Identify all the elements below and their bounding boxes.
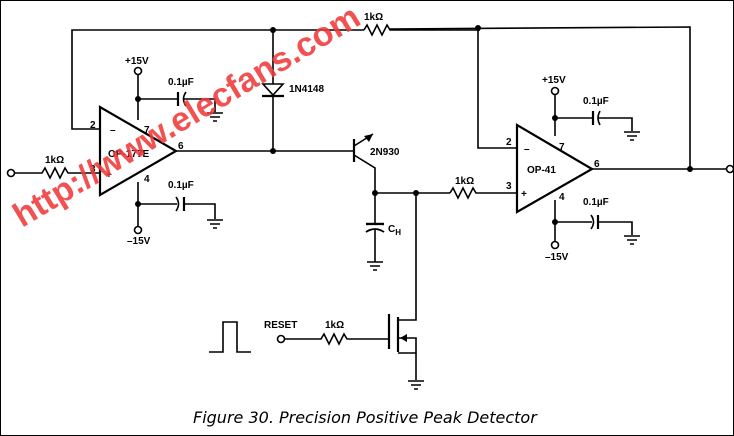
opamp1-vminus-label: –15V	[127, 236, 151, 247]
opamp2-vminus-label: –15V	[545, 252, 569, 263]
opamp1-pin4: 4	[144, 174, 150, 185]
ground-icon	[624, 235, 640, 245]
cap2-curved-plate	[175, 196, 180, 212]
opamp2-name: OP-41	[527, 165, 556, 176]
opamp1-minus-sign: –	[110, 125, 116, 136]
reset-resistor	[285, 332, 389, 346]
hold-cap-label: CH	[388, 224, 401, 237]
watermark-text: http://www.elecfans.com	[7, 0, 367, 235]
cap2-ground-wire	[184, 203, 216, 219]
transistor-label: 2N930	[370, 147, 400, 158]
opamp1-pin7: 7	[144, 125, 150, 136]
vminus-terminal-1	[133, 225, 143, 235]
opamp2-plus-sign: +	[521, 189, 527, 200]
opamp2-inv-wire	[477, 28, 517, 149]
buffer-resistor-label: 1kΩ	[455, 176, 474, 187]
input-resistor	[15, 166, 100, 180]
opamp1-plus-sign: +	[106, 170, 112, 181]
reset-resistor-label: 1kΩ	[325, 320, 344, 331]
opamp2-pin6: 6	[594, 159, 600, 170]
ground-icon	[207, 112, 223, 122]
cap3-ground-wire	[598, 117, 633, 131]
diode-icon	[261, 83, 285, 98]
opamp2-pin3: 3	[506, 181, 512, 192]
reset-label: RESET	[264, 320, 297, 331]
opamp2-pin7: 7	[559, 142, 565, 153]
cap1-ground-wire	[183, 98, 216, 112]
reset-pulse-icon	[209, 321, 251, 353]
feedback-resistor-label: 1kΩ	[364, 12, 383, 23]
cap3-label: 0.1µF	[583, 96, 609, 107]
feedback-resistor	[363, 23, 480, 37]
cap4-curved-plate	[590, 214, 595, 230]
output-feedback-wire	[389, 26, 691, 169]
figure-caption: Figure 30. Precision Positive Peak Detec…	[193, 408, 538, 427]
mosfet-drain-wire	[399, 193, 417, 321]
input-resistor-label: 1kΩ	[45, 155, 64, 166]
ground-icon	[207, 219, 223, 229]
feedback-wire-top	[71, 29, 364, 130]
opamp1-pin3: 3	[90, 164, 96, 175]
cap2-label: 0.1µF	[168, 180, 194, 191]
input-terminal	[6, 168, 16, 178]
cap4-label: 0.1µF	[583, 197, 609, 208]
ground-icon	[408, 380, 424, 390]
vminus-terminal-2	[550, 240, 560, 250]
opamp1-vplus-label: +15V	[125, 56, 149, 67]
diode-label: 1N4148	[289, 84, 324, 95]
output-terminal	[725, 164, 734, 174]
opamp2-vplus-label: +15V	[542, 75, 566, 86]
opamp2-pin4: 4	[559, 192, 565, 203]
opamp-1	[98, 105, 179, 197]
opamp2-pin2: 2	[506, 137, 512, 148]
cap-gap	[368, 225, 382, 229]
buffer-resistor	[449, 186, 517, 200]
transistor-icon	[352, 133, 376, 188]
vplus-terminal-1	[133, 66, 143, 76]
vplus-terminal-2	[550, 86, 560, 96]
ground-icon	[367, 261, 383, 271]
hold-cap-curved-plate	[365, 228, 385, 233]
reset-terminal	[276, 334, 286, 344]
opamp1-name: OP-177E	[108, 149, 149, 160]
opamp1-pin6: 6	[178, 141, 184, 152]
opamp1-pin2: 2	[90, 120, 96, 131]
ground-icon	[624, 131, 640, 141]
junction-dot	[687, 166, 693, 172]
opamp2-minus-sign: –	[524, 144, 530, 155]
cap4-ground-wire	[598, 221, 633, 235]
mosfet-icon	[387, 314, 417, 354]
opamp-2	[515, 123, 595, 214]
cap1-label: 0.1µF	[168, 77, 194, 88]
